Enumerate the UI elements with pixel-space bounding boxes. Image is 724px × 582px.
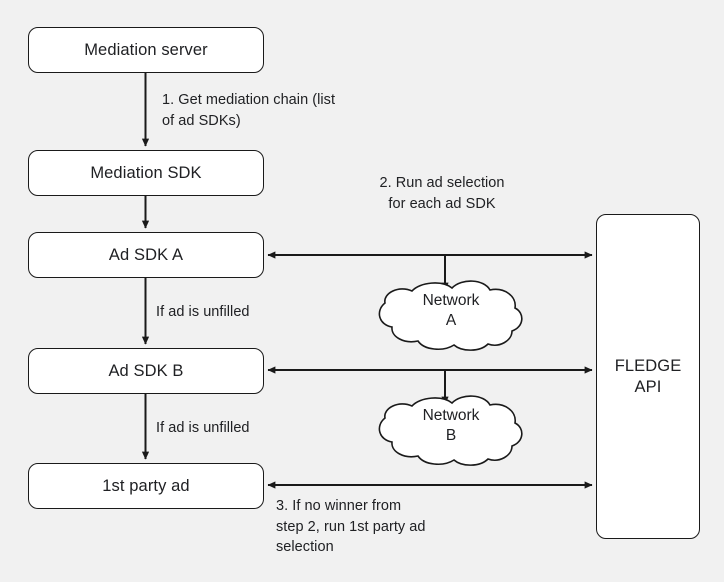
node-first-party-ad-label: 1st party ad xyxy=(102,476,190,495)
node-fledge-api[interactable]: FLEDGE API xyxy=(596,214,700,539)
node-ad-sdk-b-label: Ad SDK B xyxy=(108,361,184,380)
node-network-b-label: Network B xyxy=(422,407,480,445)
edge-label-step-2: 2. Run ad selection for each ad SDK xyxy=(379,175,505,212)
node-mediation-sdk-label: Mediation SDK xyxy=(90,163,202,182)
edge-label-unfilled-b: If ad is unfilled xyxy=(156,420,250,436)
node-ad-sdk-a-label: Ad SDK A xyxy=(108,245,184,264)
network-a-cloud-shape xyxy=(378,280,523,351)
edge-label-unfilled-a: If ad is unfilled xyxy=(156,304,250,320)
edge-label-step-3: 3. If no winner from step 2, run 1st par… xyxy=(276,498,426,556)
node-ad-sdk-b[interactable]: Ad SDK B xyxy=(28,348,264,394)
network-b-cloud-shape xyxy=(378,395,523,466)
node-network-a-label: Network A xyxy=(422,292,480,330)
node-fledge-api-label: FLEDGE API xyxy=(614,356,682,396)
node-first-party-ad[interactable]: 1st party ad xyxy=(28,463,264,509)
edge-label-step-1: 1. Get mediation chain (list of ad SDKs) xyxy=(162,92,336,129)
node-mediation-server[interactable]: Mediation server xyxy=(28,27,264,73)
node-mediation-sdk[interactable]: Mediation SDK xyxy=(28,150,264,196)
node-mediation-server-label: Mediation server xyxy=(84,40,208,59)
node-ad-sdk-a[interactable]: Ad SDK A xyxy=(28,232,264,278)
